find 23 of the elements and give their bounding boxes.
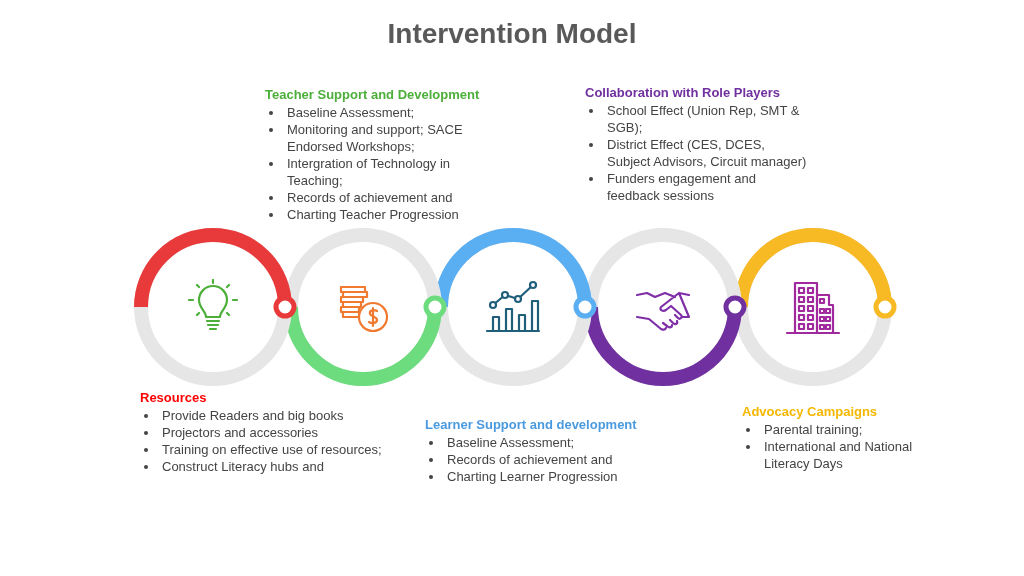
bullet-point: Baseline Assessment; bbox=[447, 434, 575, 451]
bullet-point: Construct Literacy hubs and bbox=[162, 458, 324, 475]
bullet-point: Records of achievement and bbox=[287, 189, 453, 206]
bullet-point: School Effect (Union Rep, SMT & SGB); bbox=[607, 102, 801, 136]
bullet-point: Charting Teacher Progression bbox=[287, 206, 459, 223]
section-heading: Learner Support and development bbox=[425, 417, 638, 432]
section-heading: Advocacy Campaigns bbox=[742, 404, 879, 419]
bullet-point: Records of achievement and bbox=[447, 451, 613, 468]
bullet-point: District Effect (CES, DCES, Subject Advisors, Circuit manager) bbox=[607, 136, 808, 170]
bullet-point: Training on effective use of resources; bbox=[162, 441, 382, 458]
bullet-point: Baseline Assessment; bbox=[287, 104, 415, 121]
bullet-point: Charting Learner Progression bbox=[447, 468, 618, 485]
title: Intervention Model bbox=[386, 18, 638, 50]
bullet-point: Funders engagement and feedback sessions bbox=[607, 170, 757, 204]
section-heading: Collaboration with Role Players bbox=[585, 85, 782, 100]
bullet-point: Parental training; bbox=[764, 421, 863, 438]
bullet-point: Intergration of Technology in Teaching; bbox=[287, 155, 452, 189]
bullet-point: Projectors and accessories bbox=[162, 424, 319, 441]
bullet-point: International and National Literacy Days bbox=[764, 438, 914, 472]
bullet-point: Monitoring and support; SACE Endorsed Workshops; bbox=[287, 121, 464, 155]
section-heading: Resources bbox=[140, 390, 208, 405]
section-heading: Teacher Support and Development bbox=[265, 87, 481, 102]
bullet-point: Provide Readers and big books bbox=[162, 407, 344, 424]
